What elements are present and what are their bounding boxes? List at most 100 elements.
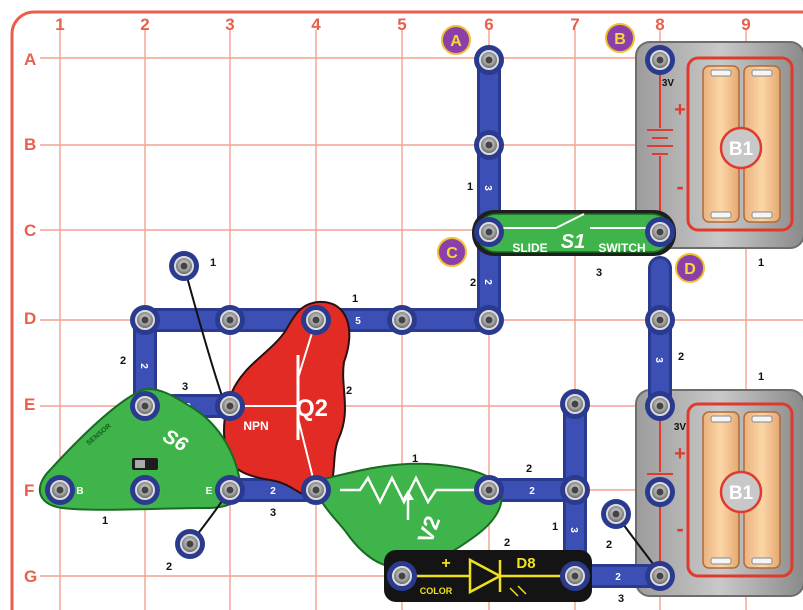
- battery-voltage: 3V: [674, 422, 687, 433]
- row-letter: F: [24, 481, 34, 500]
- switch-label: S1: [561, 231, 585, 253]
- column-number: 4: [311, 15, 321, 34]
- battery-top[interactable]: B1 3V + -: [635, 41, 803, 249]
- battery-label: B1: [729, 139, 754, 160]
- wire-segment-number: 5: [355, 316, 361, 327]
- level-number: 1: [412, 453, 418, 465]
- snap-connector[interactable]: [45, 475, 75, 505]
- column-number: 2: [140, 15, 149, 34]
- snap-connector[interactable]: [175, 529, 205, 559]
- transistor-label: Q2: [296, 395, 328, 422]
- snap-connector[interactable]: [474, 45, 504, 75]
- row-letter: G: [24, 567, 37, 586]
- switch-switch-text: SWITCH: [598, 241, 645, 255]
- level-number: 2: [166, 561, 172, 573]
- sensor-s6[interactable]: S6 SENSOR B C E: [38, 388, 242, 511]
- wire-segment-number: 2: [615, 572, 621, 583]
- snap-connector[interactable]: [560, 561, 590, 591]
- column-number: 5: [397, 15, 406, 34]
- wire-segment-number: 2: [138, 363, 149, 369]
- snap-connector[interactable]: [130, 391, 160, 421]
- battery-plus-sign: +: [674, 443, 686, 465]
- battery-plus-sign: +: [674, 99, 686, 121]
- level-number: 2: [504, 537, 510, 549]
- snap-connector[interactable]: [601, 499, 631, 529]
- row-letter: D: [24, 309, 36, 328]
- variable-resistor-v2[interactable]: V2: [316, 462, 503, 570]
- level-number: 1: [102, 515, 108, 527]
- level-number: 2: [606, 539, 612, 551]
- snap-connector[interactable]: [301, 305, 331, 335]
- led-label: D8: [516, 555, 535, 572]
- svg-text:C: C: [446, 245, 458, 262]
- snap-connector[interactable]: [215, 475, 245, 505]
- snap-connector[interactable]: [215, 391, 245, 421]
- transistor-type: NPN: [243, 419, 268, 433]
- snap-connector[interactable]: [645, 477, 675, 507]
- snap-connector[interactable]: [130, 475, 160, 505]
- snap-connector[interactable]: [645, 217, 675, 247]
- wire-segment-number: 3: [653, 357, 664, 363]
- sensor-pin-b: B: [76, 486, 83, 497]
- row-letter: A: [24, 50, 36, 69]
- level-number: 1: [552, 521, 558, 533]
- level-numbers: 1 1 3 1 2 2 2 3 1 2 1 2 1 3 1 2 2 2 1 3: [102, 181, 764, 605]
- switch-slide-text: SLIDE: [512, 241, 547, 255]
- snap-connector[interactable]: [130, 305, 160, 335]
- level-number: 1: [210, 257, 216, 269]
- column-number: 9: [741, 15, 750, 34]
- level-number: 3: [618, 593, 624, 605]
- snap-connector[interactable]: [301, 475, 331, 505]
- level-number: 1: [758, 257, 764, 269]
- column-number: 7: [570, 15, 579, 34]
- battery-bottom[interactable]: B1 3V + -: [635, 389, 803, 597]
- snap-connector[interactable]: [645, 45, 675, 75]
- marker-b: B: [605, 23, 635, 53]
- level-number: 1: [758, 371, 764, 383]
- snap-connector[interactable]: [645, 305, 675, 335]
- level-number: 2: [678, 351, 684, 363]
- snap-connector[interactable]: [474, 130, 504, 160]
- snap-connectors: [45, 45, 675, 591]
- level-number: 3: [182, 381, 188, 393]
- snap-connector[interactable]: [560, 475, 590, 505]
- snap-connector[interactable]: [645, 561, 675, 591]
- snap-connector[interactable]: [474, 475, 504, 505]
- wire-segment-number: 3: [482, 185, 493, 191]
- column-number: 1: [55, 15, 64, 34]
- battery-minus-sign: -: [676, 174, 683, 199]
- snap-connector[interactable]: [387, 561, 417, 591]
- sensor-pin-e: E: [206, 486, 213, 497]
- level-number: 3: [270, 507, 276, 519]
- jumper-wire-e3[interactable]: [183, 265, 223, 397]
- wire-segment-number: 2: [482, 279, 493, 285]
- level-number: 2: [526, 463, 532, 475]
- battery-voltage: 3V: [662, 78, 675, 89]
- snap-connector[interactable]: [387, 305, 417, 335]
- snap-connector[interactable]: [215, 305, 245, 335]
- wire-segment-number: 2: [270, 486, 276, 497]
- snap-connector[interactable]: [645, 391, 675, 421]
- column-number: 3: [225, 15, 234, 34]
- battery-label: B1: [729, 483, 754, 504]
- marker-c: C: [437, 237, 467, 267]
- row-letters: A B C D E F G: [24, 50, 37, 586]
- column-number: 8: [655, 15, 664, 34]
- level-number: 1: [352, 293, 358, 305]
- snap-connector[interactable]: [474, 217, 504, 247]
- snap-connector[interactable]: [169, 251, 199, 281]
- column-number: 6: [484, 15, 493, 34]
- snap-connector[interactable]: [560, 389, 590, 419]
- svg-text:B: B: [614, 31, 626, 48]
- wire-segment-number: 3: [568, 527, 579, 533]
- svg-text:D: D: [684, 261, 696, 278]
- level-number: 2: [346, 385, 352, 397]
- battery-minus-sign: -: [676, 516, 683, 541]
- level-number: 2: [470, 277, 476, 289]
- snap-connector[interactable]: [474, 305, 504, 335]
- marker-d: D: [675, 253, 705, 283]
- row-letter: B: [24, 135, 36, 154]
- led-plus-sign: +: [441, 555, 450, 572]
- level-number: 1: [467, 181, 473, 193]
